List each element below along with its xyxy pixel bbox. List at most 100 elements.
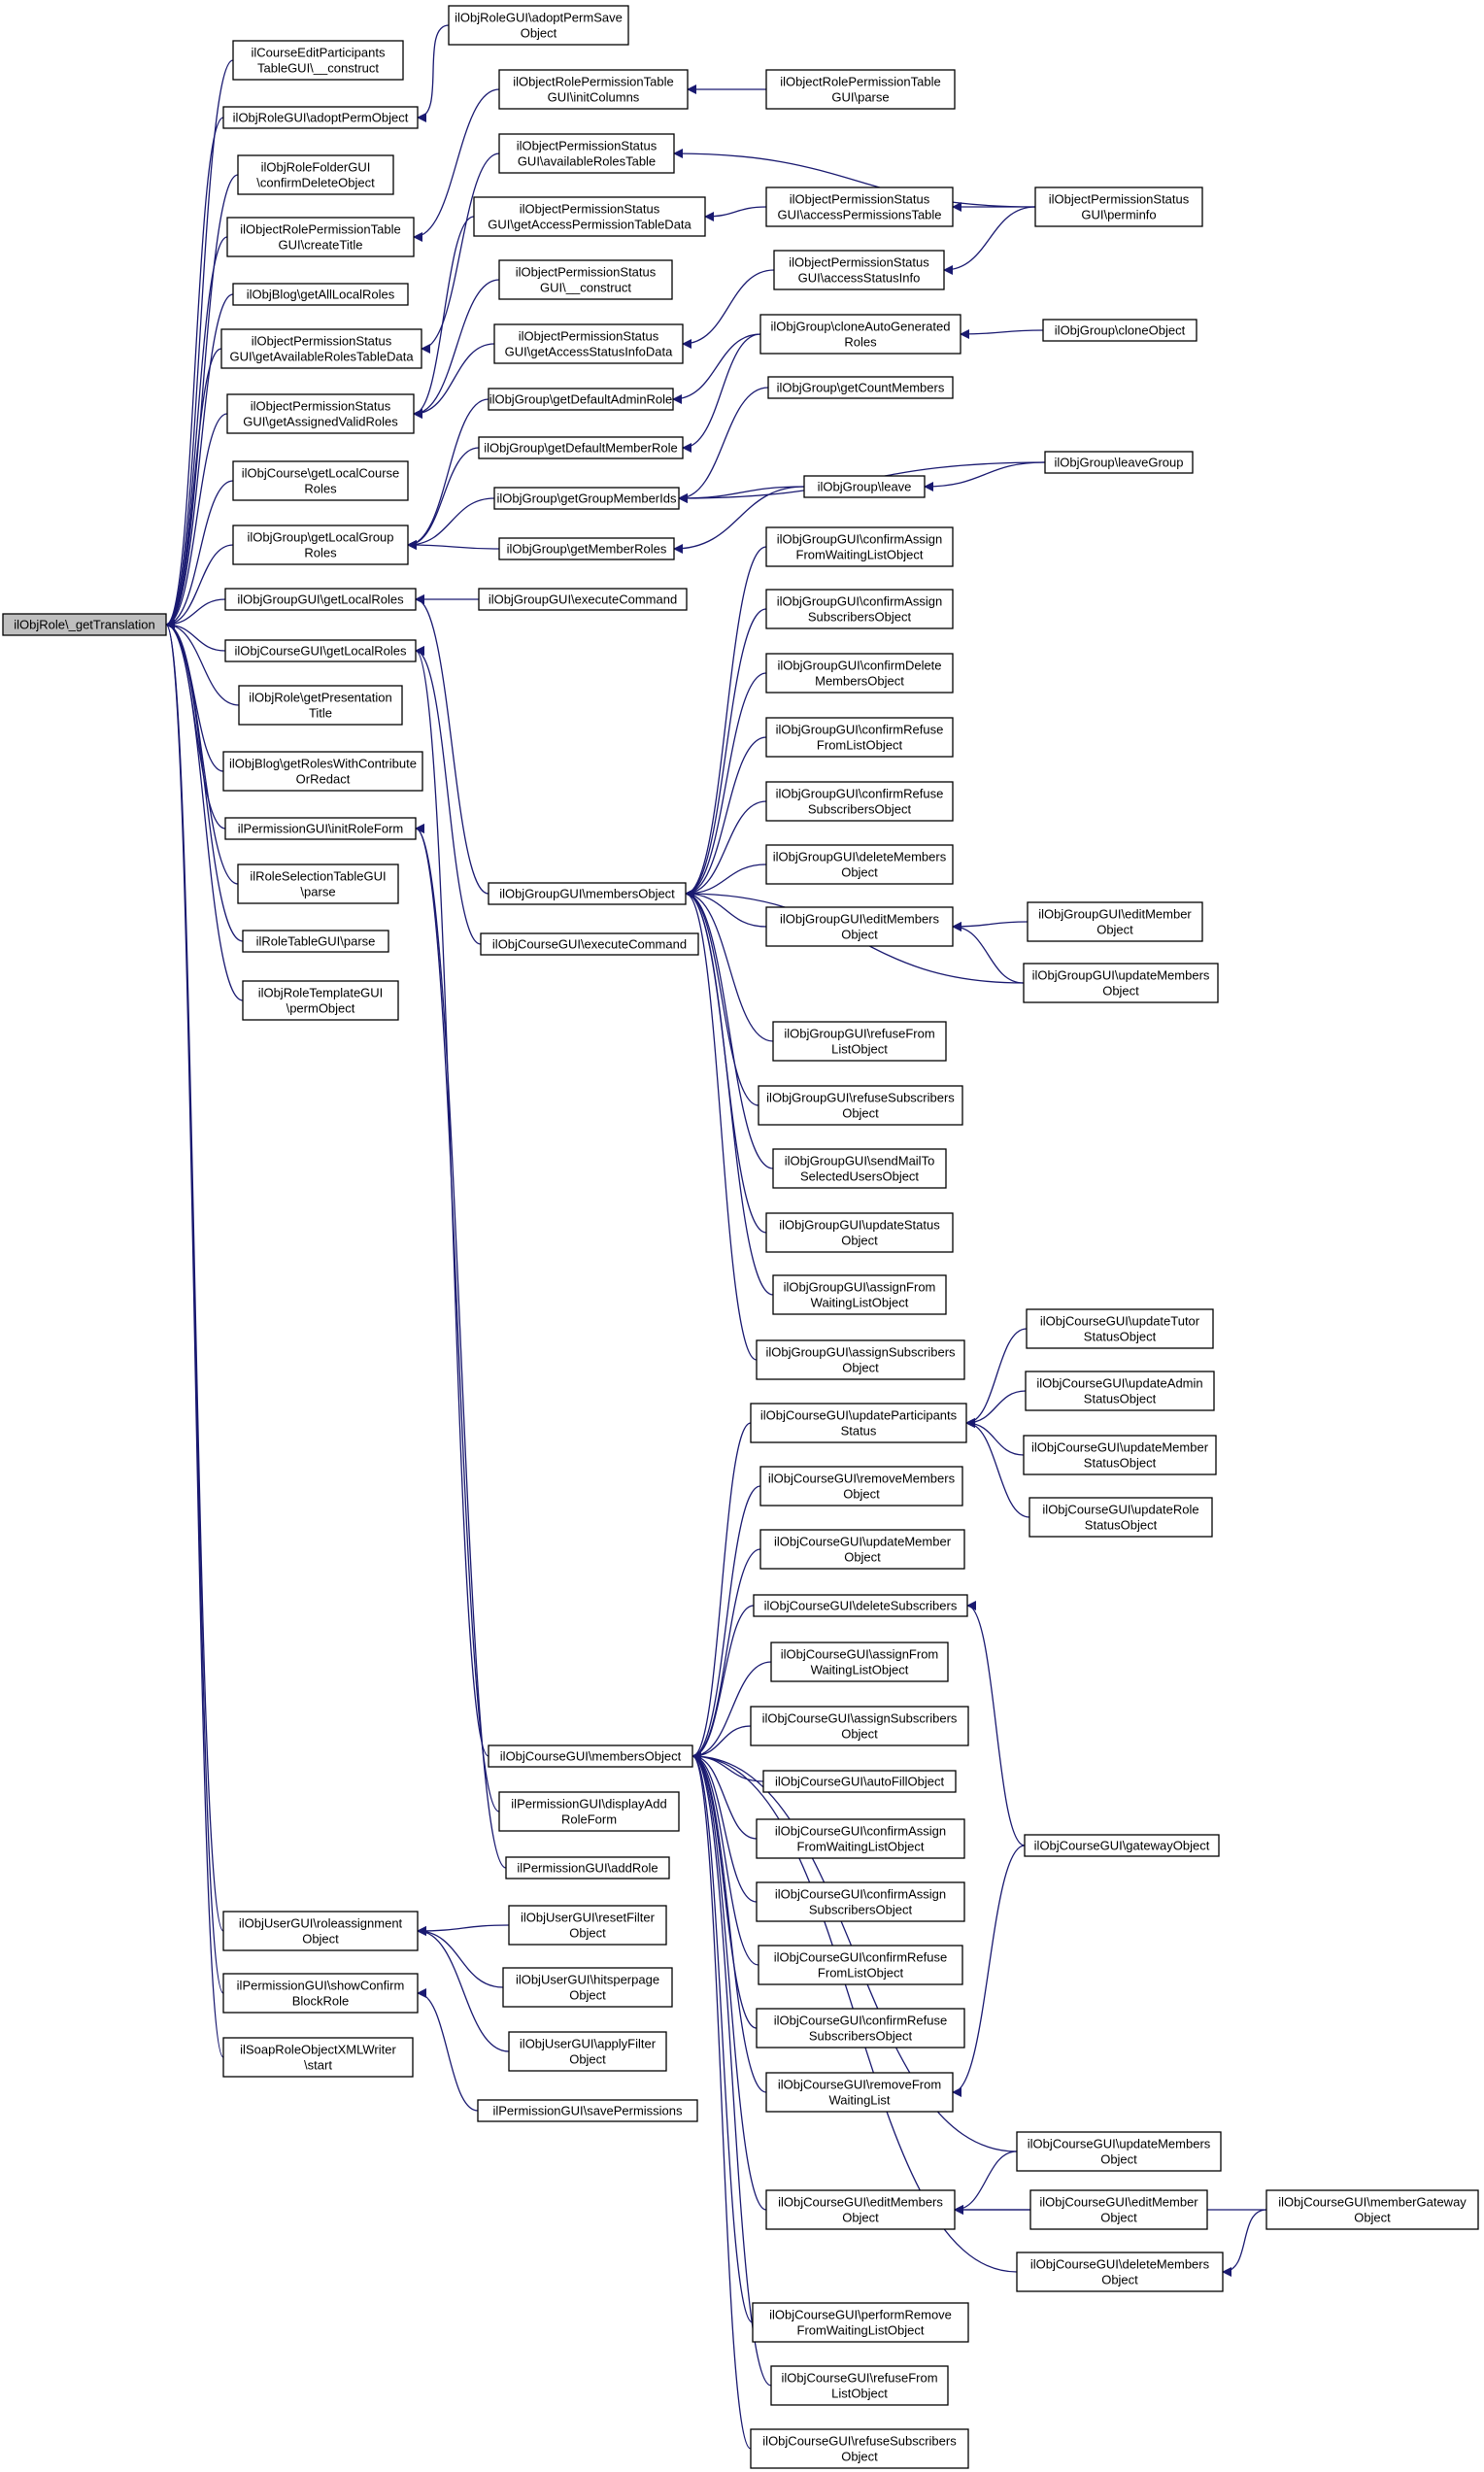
function-node[interactable]: ilObjCourseGUI\performRemoveFromWaitingL…	[752, 2302, 969, 2343]
function-node[interactable]: ilObjCourseGUI\confirmRefuseFromListObje…	[758, 1945, 963, 1985]
function-node[interactable]: ilObjCourseGUI\confirmAssignFromWaitingL…	[756, 1818, 965, 1859]
function-node[interactable]: ilObjectPermissionStatusGUI\accessPermis…	[765, 186, 954, 227]
function-node[interactable]: ilObjGroupGUI\confirmAssignSubscribersOb…	[765, 589, 954, 629]
node-box	[508, 1905, 667, 1946]
node-label: StatusObject	[1084, 1392, 1157, 1406]
function-node[interactable]: ilObjBlog\getAllLocalRoles	[232, 283, 409, 306]
node-label: Object	[521, 26, 557, 41]
function-node[interactable]: ilRoleSelectionTableGUI\parse	[237, 864, 399, 904]
function-node[interactable]: ilRoleTableGUI\parse	[242, 930, 389, 953]
function-node[interactable]: ilObjCourseGUI\getLocalRoles	[224, 639, 417, 662]
function-node[interactable]: ilObjCourseGUI\confirmAssignSubscribersO…	[756, 1881, 965, 1922]
function-node[interactable]: ilObjGroup\getCountMembers	[767, 376, 954, 399]
function-node[interactable]: ilObjectRolePermissionTableGUI\createTit…	[226, 217, 415, 257]
function-node[interactable]: ilObjRoleTemplateGUI\permObject	[242, 980, 399, 1021]
function-node[interactable]: ilObjRoleGUI\adoptPermObject	[222, 106, 419, 129]
function-node[interactable]: ilObjGroupGUI\executeCommand	[478, 588, 688, 611]
function-node[interactable]: ilObjCourseGUI\gatewayObject	[1024, 1834, 1220, 1857]
function-node[interactable]: ilObjCourseGUI\autoFillObject	[762, 1770, 957, 1793]
node-label: ilObjCourseGUI\getLocalRoles	[234, 644, 407, 659]
node-label: ilObjCourseGUI\editMembers	[778, 2195, 943, 2210]
function-node[interactable]: ilObjGroupGUI\sendMailToSelectedUsersObj…	[772, 1148, 947, 1189]
function-node[interactable]: ilObjCourseGUI\confirmRefuseSubscribersO…	[756, 2008, 965, 2049]
function-node[interactable]: ilPermissionGUI\initRoleForm	[224, 817, 417, 840]
function-node[interactable]: ilPermissionGUI\addRole	[505, 1856, 670, 1879]
node-label: ilObjGroup\getDefaultAdminRole	[489, 392, 673, 407]
function-node[interactable]: ilObjRoleFolderGUI\confirmDeleteObject	[237, 154, 394, 195]
function-node[interactable]: ilCourseEditParticipantsTableGUI\__const…	[232, 40, 404, 81]
root-node[interactable]: ilObjRole\_getTranslation	[2, 613, 167, 636]
function-node[interactable]: ilObjGroup\cloneObject	[1042, 319, 1197, 342]
function-node[interactable]: ilObjGroup\leave	[803, 475, 926, 498]
function-node[interactable]: ilObjectPermissionStatusGUI\availableRol…	[498, 133, 675, 174]
function-node[interactable]: ilObjectPermissionStatusGUI\getAccessPer…	[473, 196, 706, 237]
function-node[interactable]: ilObjGroupGUI\confirmRefuseFromListObjec…	[765, 717, 954, 758]
function-node[interactable]: ilObjGroup\getGroupMemberIds	[493, 487, 680, 510]
function-node[interactable]: ilObjCourseGUI\membersObject	[488, 1744, 693, 1768]
function-node[interactable]: ilObjGroupGUI\confirmRefuseSubscribersOb…	[765, 781, 954, 822]
function-node[interactable]: ilSoapRoleObjectXMLWriter\start	[222, 2037, 414, 2078]
function-node[interactable]: ilPermissionGUI\savePermissions	[477, 2099, 698, 2122]
node-box	[1027, 901, 1203, 942]
function-node[interactable]: ilObjGroupGUI\assignFromWaitingListObjec…	[772, 1274, 947, 1315]
node-label: ilObjGroupGUI\deleteMembers	[773, 850, 947, 864]
function-node[interactable]: ilObjCourseGUI\executeCommand	[480, 932, 699, 956]
function-node[interactable]: ilObjectRolePermissionTableGUI\initColum…	[498, 69, 689, 110]
function-node[interactable]: ilObjectPermissionStatusGUI\getAccessSta…	[493, 323, 684, 364]
function-node[interactable]: ilObjGroupGUI\membersObject	[488, 882, 687, 905]
function-node[interactable]: ilObjectPermissionStatusGUI\getAvailable…	[220, 328, 422, 369]
function-node[interactable]: ilObjGroupGUI\getLocalRoles	[224, 588, 417, 611]
function-node[interactable]: ilObjCourseGUI\assignFromWaitingListObje…	[770, 1642, 949, 1682]
function-node[interactable]: ilObjGroup\getDefaultMemberRole	[478, 436, 684, 459]
function-node[interactable]: ilObjectPermissionStatusGUI\accessStatus…	[773, 250, 945, 290]
function-node[interactable]: ilObjGroup\leaveGroup	[1044, 451, 1194, 474]
function-node[interactable]: ilObjCourseGUI\deleteSubscribers	[753, 1594, 968, 1617]
function-node[interactable]: ilObjGroup\getMemberRoles	[498, 537, 675, 560]
node-label: GUI\getAccessStatusInfoData	[505, 345, 673, 359]
function-node[interactable]: ilObjGroupGUI\confirmAssignFromWaitingLi…	[765, 526, 954, 567]
edge-x13-x14	[1222, 2209, 1267, 2277]
function-node[interactable]: ilObjectPermissionStatusGUI\getAssignedV…	[226, 393, 415, 434]
function-node[interactable]: ilObjGroup\getDefaultAdminRole	[488, 388, 674, 411]
